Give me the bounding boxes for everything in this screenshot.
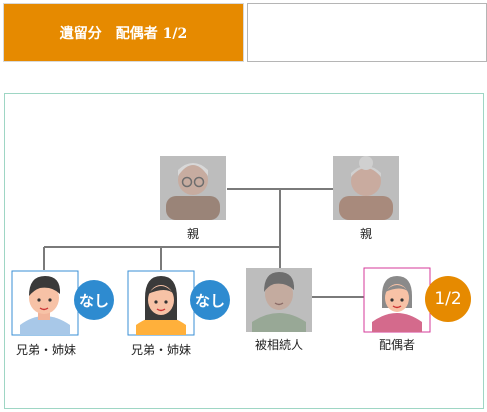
family-tree-frame — [4, 93, 484, 409]
spouse-label: 配偶者 — [378, 338, 416, 352]
grandfather-icon — [160, 156, 226, 220]
sibling2-share-badge: なし — [190, 280, 230, 320]
man-icon — [246, 268, 312, 332]
woman-icon — [363, 267, 431, 333]
sibling2-label: 兄弟・姉妹 — [130, 343, 192, 357]
boy-icon — [11, 270, 79, 336]
sibling1-label: 兄弟・姉妹 — [15, 343, 77, 357]
deceased-label: 被相続人 — [254, 338, 304, 352]
connector-lines — [43, 188, 364, 298]
result-panel — [247, 3, 487, 62]
mother-label: 親 — [359, 227, 373, 241]
sibling1-share-badge: なし — [74, 280, 114, 320]
reserved-share-title: 遺留分 配偶者 1/2 — [3, 3, 244, 62]
grandmother-icon — [333, 156, 399, 220]
girl-icon — [127, 270, 195, 336]
spouse-share-badge: 1/2 — [425, 276, 471, 322]
father-label: 親 — [186, 227, 200, 241]
header-bar: 遺留分 配偶者 1/2 — [3, 3, 487, 62]
